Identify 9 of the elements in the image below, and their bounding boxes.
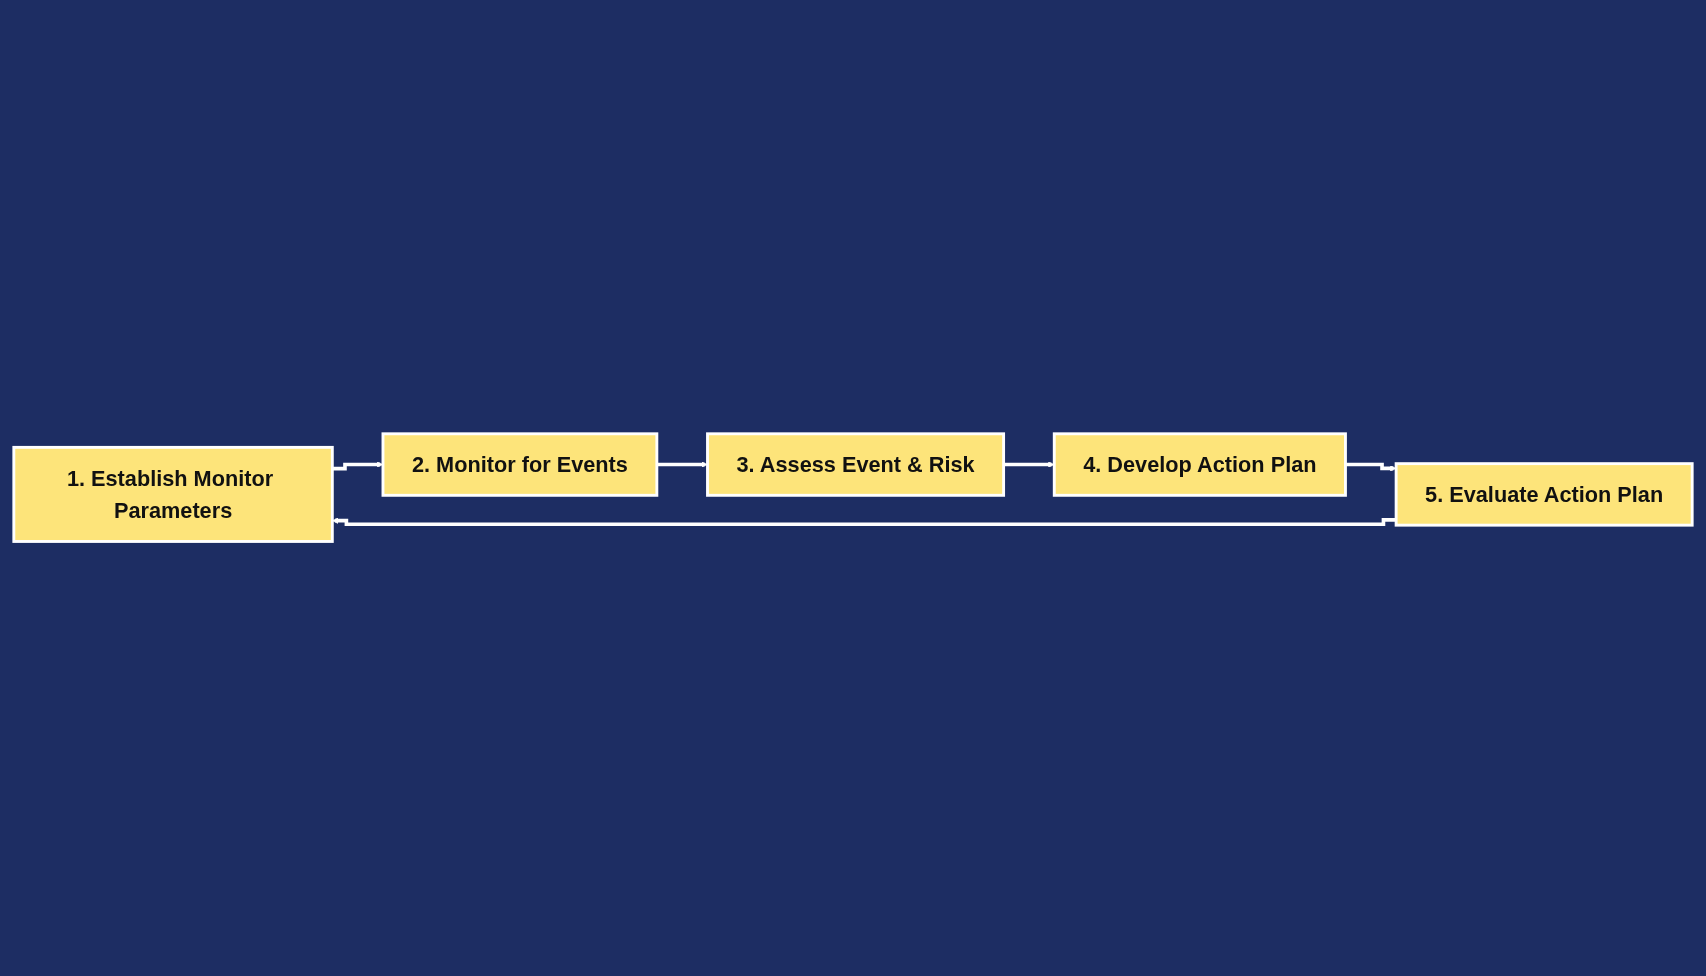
arrow: [656, 461, 708, 469]
node-box: 2. Monitor for Events: [381, 432, 659, 498]
arrow: [332, 517, 1397, 527]
node-box: 5. Evaluate Action Plan: [1394, 462, 1694, 527]
node-box: 3. Assess Event & Risk: [706, 432, 1006, 498]
arrow: [1003, 461, 1055, 469]
node-box: 1. Establish Monitor Parameters: [12, 446, 334, 544]
node-box: 4. Develop Action Plan: [1052, 432, 1347, 498]
arrow: [1345, 463, 1397, 472]
